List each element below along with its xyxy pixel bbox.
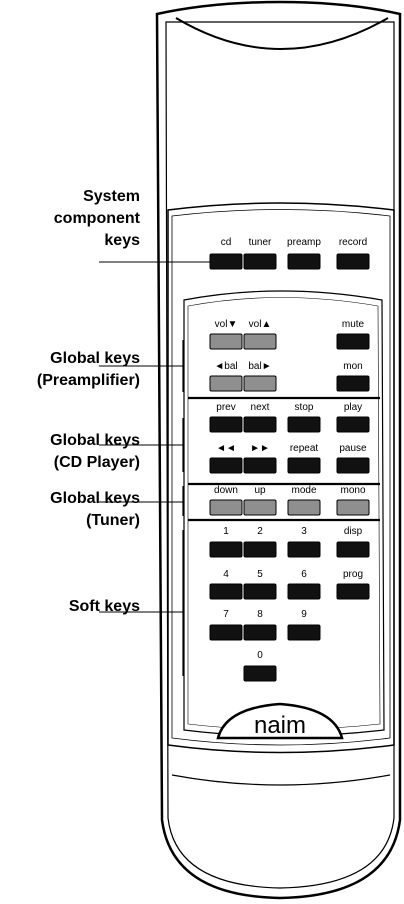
key-label: 1 (223, 526, 229, 537)
callout-line: (CD Player) (53, 454, 140, 471)
key-label: tuner (249, 237, 272, 248)
remote-key-button[interactable] (287, 583, 321, 600)
remote-key-button[interactable] (287, 499, 321, 516)
remote-key-button[interactable] (209, 333, 243, 350)
remote-key-button[interactable] (287, 541, 321, 558)
key-label: 4 (223, 569, 229, 580)
key-label: bal► (248, 361, 271, 372)
naim-logo-arch (216, 702, 344, 740)
key-label: vol▼ (215, 319, 238, 330)
remote-key-button[interactable] (209, 416, 243, 433)
key-label: prev (216, 402, 235, 413)
callout-global-keys-cd-player: Global keys (CD Player) (50, 430, 140, 474)
key-label: play (344, 402, 362, 413)
callout-line: (Preamplifier) (36, 372, 140, 389)
remote-key-button[interactable] (336, 333, 370, 350)
remote-key-button[interactable] (336, 499, 370, 516)
remote-key-button[interactable] (287, 457, 321, 474)
callout-global-keys-tuner: Global keys (Tuner) (50, 488, 140, 532)
remote-top-cap (175, 17, 389, 50)
remote-key-button[interactable] (209, 375, 243, 392)
remote-key-button[interactable] (287, 416, 321, 433)
callout-line: Global keys (50, 350, 140, 367)
key-label: pause (339, 443, 367, 454)
remote-key-button[interactable] (243, 333, 277, 350)
callout-line: Global keys (50, 490, 140, 507)
callout-line: component (53, 210, 140, 227)
key-label: mode (291, 485, 316, 496)
key-panel-inner (171, 209, 391, 746)
remote-key-button[interactable] (336, 457, 370, 474)
key-label: mute (342, 319, 365, 330)
remote-body-outline (155, 0, 402, 900)
remote-key-button[interactable] (336, 541, 370, 558)
key-label: repeat (290, 443, 319, 454)
remote-key-button[interactable] (209, 541, 243, 558)
key-panel-outer (167, 202, 395, 754)
remote-key-button[interactable] (243, 416, 277, 433)
remote-key-button[interactable] (336, 253, 370, 270)
key-label: 5 (257, 569, 263, 580)
remote-key-button[interactable] (243, 665, 277, 682)
key-label: ►► (250, 443, 270, 454)
key-label: down (214, 485, 238, 496)
key-label: cd (221, 237, 232, 248)
remote-key-button[interactable] (336, 416, 370, 433)
key-label: 8 (257, 609, 263, 620)
remote-key-button[interactable] (287, 624, 321, 641)
remote-key-button[interactable] (336, 375, 370, 392)
callout-line: System (83, 188, 140, 205)
callout-system-component-keys: System component keys (54, 186, 140, 252)
callout-line: Global keys (50, 432, 140, 449)
naim-logo: naim (254, 712, 306, 739)
key-label: up (254, 485, 266, 496)
key-label: 9 (301, 609, 307, 620)
key-label: record (339, 237, 367, 248)
key-label: mon (343, 361, 362, 372)
remote-key-button[interactable] (243, 583, 277, 600)
key-label: ◄bal (214, 361, 237, 372)
key-label: vol▲ (249, 319, 272, 330)
key-label: mono (340, 485, 365, 496)
remote-key-button[interactable] (243, 624, 277, 641)
callout-soft-keys: Soft keys (69, 596, 140, 618)
key-label: ◄◄ (216, 443, 236, 454)
remote-key-button[interactable] (209, 583, 243, 600)
key-label: 6 (301, 569, 307, 580)
keys-layer: cd tuner preamp record vol▼ vol▲ mute ◄bal bal► m… (209, 237, 370, 682)
key-label: next (251, 402, 270, 413)
key-label: preamp (287, 237, 321, 248)
remote-key-button[interactable] (209, 624, 243, 641)
remote-key-button[interactable] (243, 541, 277, 558)
callout-line: Soft keys (68, 598, 140, 615)
remote-key-button[interactable] (209, 499, 243, 516)
key-label: 0 (257, 650, 263, 661)
remote-key-button[interactable] (243, 375, 277, 392)
remote-key-button[interactable] (209, 253, 243, 270)
remote-body-inner-outline (165, 21, 395, 889)
remote-key-button[interactable] (287, 253, 321, 270)
key-label: 3 (301, 526, 307, 537)
remote-key-button[interactable] (336, 583, 370, 600)
callout-line: (Tuner) (86, 512, 140, 529)
remote-key-button[interactable] (209, 457, 243, 474)
remote-key-button[interactable] (243, 499, 277, 516)
remote-key-button[interactable] (243, 253, 277, 270)
key-label: stop (295, 402, 314, 413)
callout-global-keys-preamplifier: Global keys (Preamplifier) (37, 348, 140, 392)
callout-line: keys (104, 232, 140, 249)
key-label: 2 (257, 526, 263, 537)
key-label: disp (344, 526, 363, 537)
remote-bottom-curve (171, 774, 391, 786)
key-label: 7 (223, 609, 229, 620)
key-label: prog (343, 569, 363, 580)
remote-key-button[interactable] (243, 457, 277, 474)
